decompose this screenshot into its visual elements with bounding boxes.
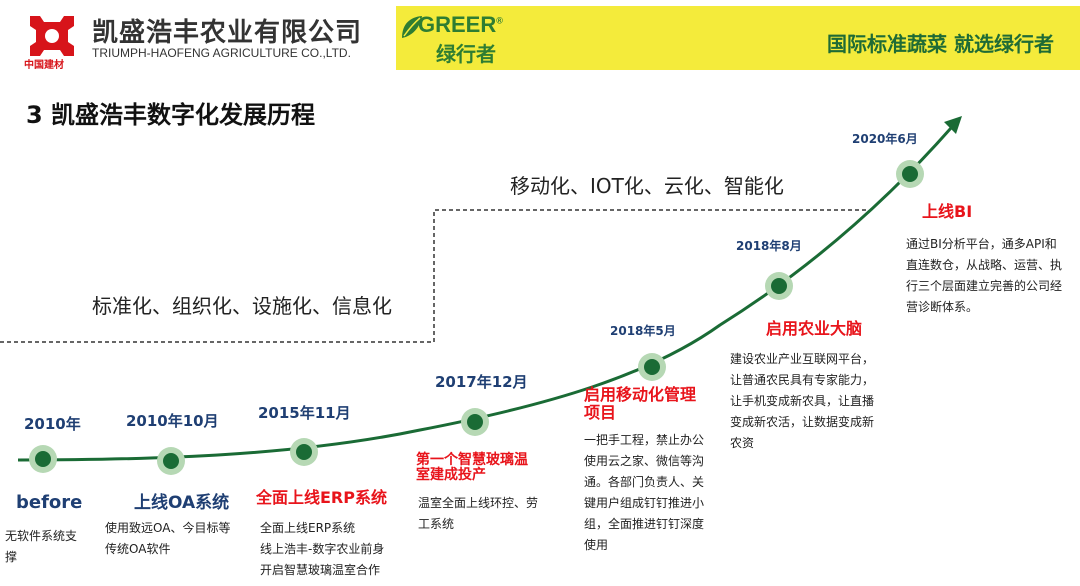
milestone-node xyxy=(765,272,793,300)
brand-name-en: GREER® xyxy=(418,12,503,37)
brand-banner: GREER® 绿行者 国际标准蔬菜 就选绿行者 xyxy=(396,6,1080,70)
milestone-node xyxy=(896,160,924,188)
milestone-date: 2010年 xyxy=(24,415,81,433)
milestone-date: 2020年6月 xyxy=(852,132,918,146)
milestone-node xyxy=(29,445,57,473)
company-name-cn: 凯盛浩丰农业有限公司 xyxy=(92,18,363,48)
milestone-description: 温室全面上线环控、劳工系统 xyxy=(418,496,539,531)
milestone-date: 2018年8月 xyxy=(736,239,802,253)
cnbm-logo-icon xyxy=(30,16,74,56)
milestone-description: 全面上线ERP系统线上浩丰-数字农业前身开启智慧玻璃温室合作 xyxy=(260,521,385,577)
milestone-node xyxy=(157,447,185,475)
growth-curve xyxy=(17,119,960,462)
stage-label-upper: 移动化、IOT化、云化、智能化 xyxy=(510,174,784,198)
milestone-node xyxy=(290,438,318,466)
brand-name-cn: 绿行者 xyxy=(436,42,496,66)
company-logo: 中国建材 xyxy=(22,10,82,71)
milestone-date: 2010年10月 xyxy=(126,412,219,430)
section-title: 3 凯盛浩丰数字化发展历程 xyxy=(26,101,316,129)
milestone-node xyxy=(461,408,489,436)
milestone-title: 启用移动化管理项目 xyxy=(584,385,697,422)
milestone-title: before xyxy=(16,492,83,513)
arrow-head-icon xyxy=(944,116,962,134)
milestone-date: 2018年5月 xyxy=(610,324,676,338)
milestone-description: 通过BI分析平台，通多API和直连数仓，从战略、运营、执 行三个层面建立完善的公… xyxy=(906,237,1063,314)
milestone-title: 上线OA系统 xyxy=(134,493,230,513)
milestone-description: 建设农业产业互联网平台，让普通农民具有专家能力，让手机变成新农具，让直播 变成新… xyxy=(730,352,875,450)
stage-divider xyxy=(0,209,868,343)
milestone-node xyxy=(638,353,666,381)
milestone-title: 全面上线ERP系统 xyxy=(256,488,387,507)
milestone-title: 上线BI xyxy=(922,202,973,221)
milestone-title: 第一个智慧玻璃温室建成投产 xyxy=(416,452,528,484)
brand-slogan: 国际标准蔬菜 就选绿行者 xyxy=(827,32,1054,56)
milestone-title: 启用农业大脑 xyxy=(766,319,863,338)
logo-caption: 中国建材 xyxy=(24,60,64,71)
company-name-en: TRIUMPH-HAOFENG AGRICULTURE CO.,LTD. xyxy=(92,46,351,60)
milestone-date: 2015年11月 xyxy=(258,404,351,422)
leaf-icon xyxy=(402,16,422,38)
milestone-description: 一把手工程，禁止办公使用云之家、微信等沟通。各部门负责人、关 键用户组成钉钉推进… xyxy=(584,433,705,552)
milestone-date: 2017年12月 xyxy=(435,373,528,391)
milestone-description: 使用致远OA、今目标等传统OA软件 xyxy=(105,521,231,556)
milestone-description: 无软件系统支撑 xyxy=(5,529,78,564)
stage-label-lower: 标准化、组织化、设施化、信息化 xyxy=(92,294,392,318)
